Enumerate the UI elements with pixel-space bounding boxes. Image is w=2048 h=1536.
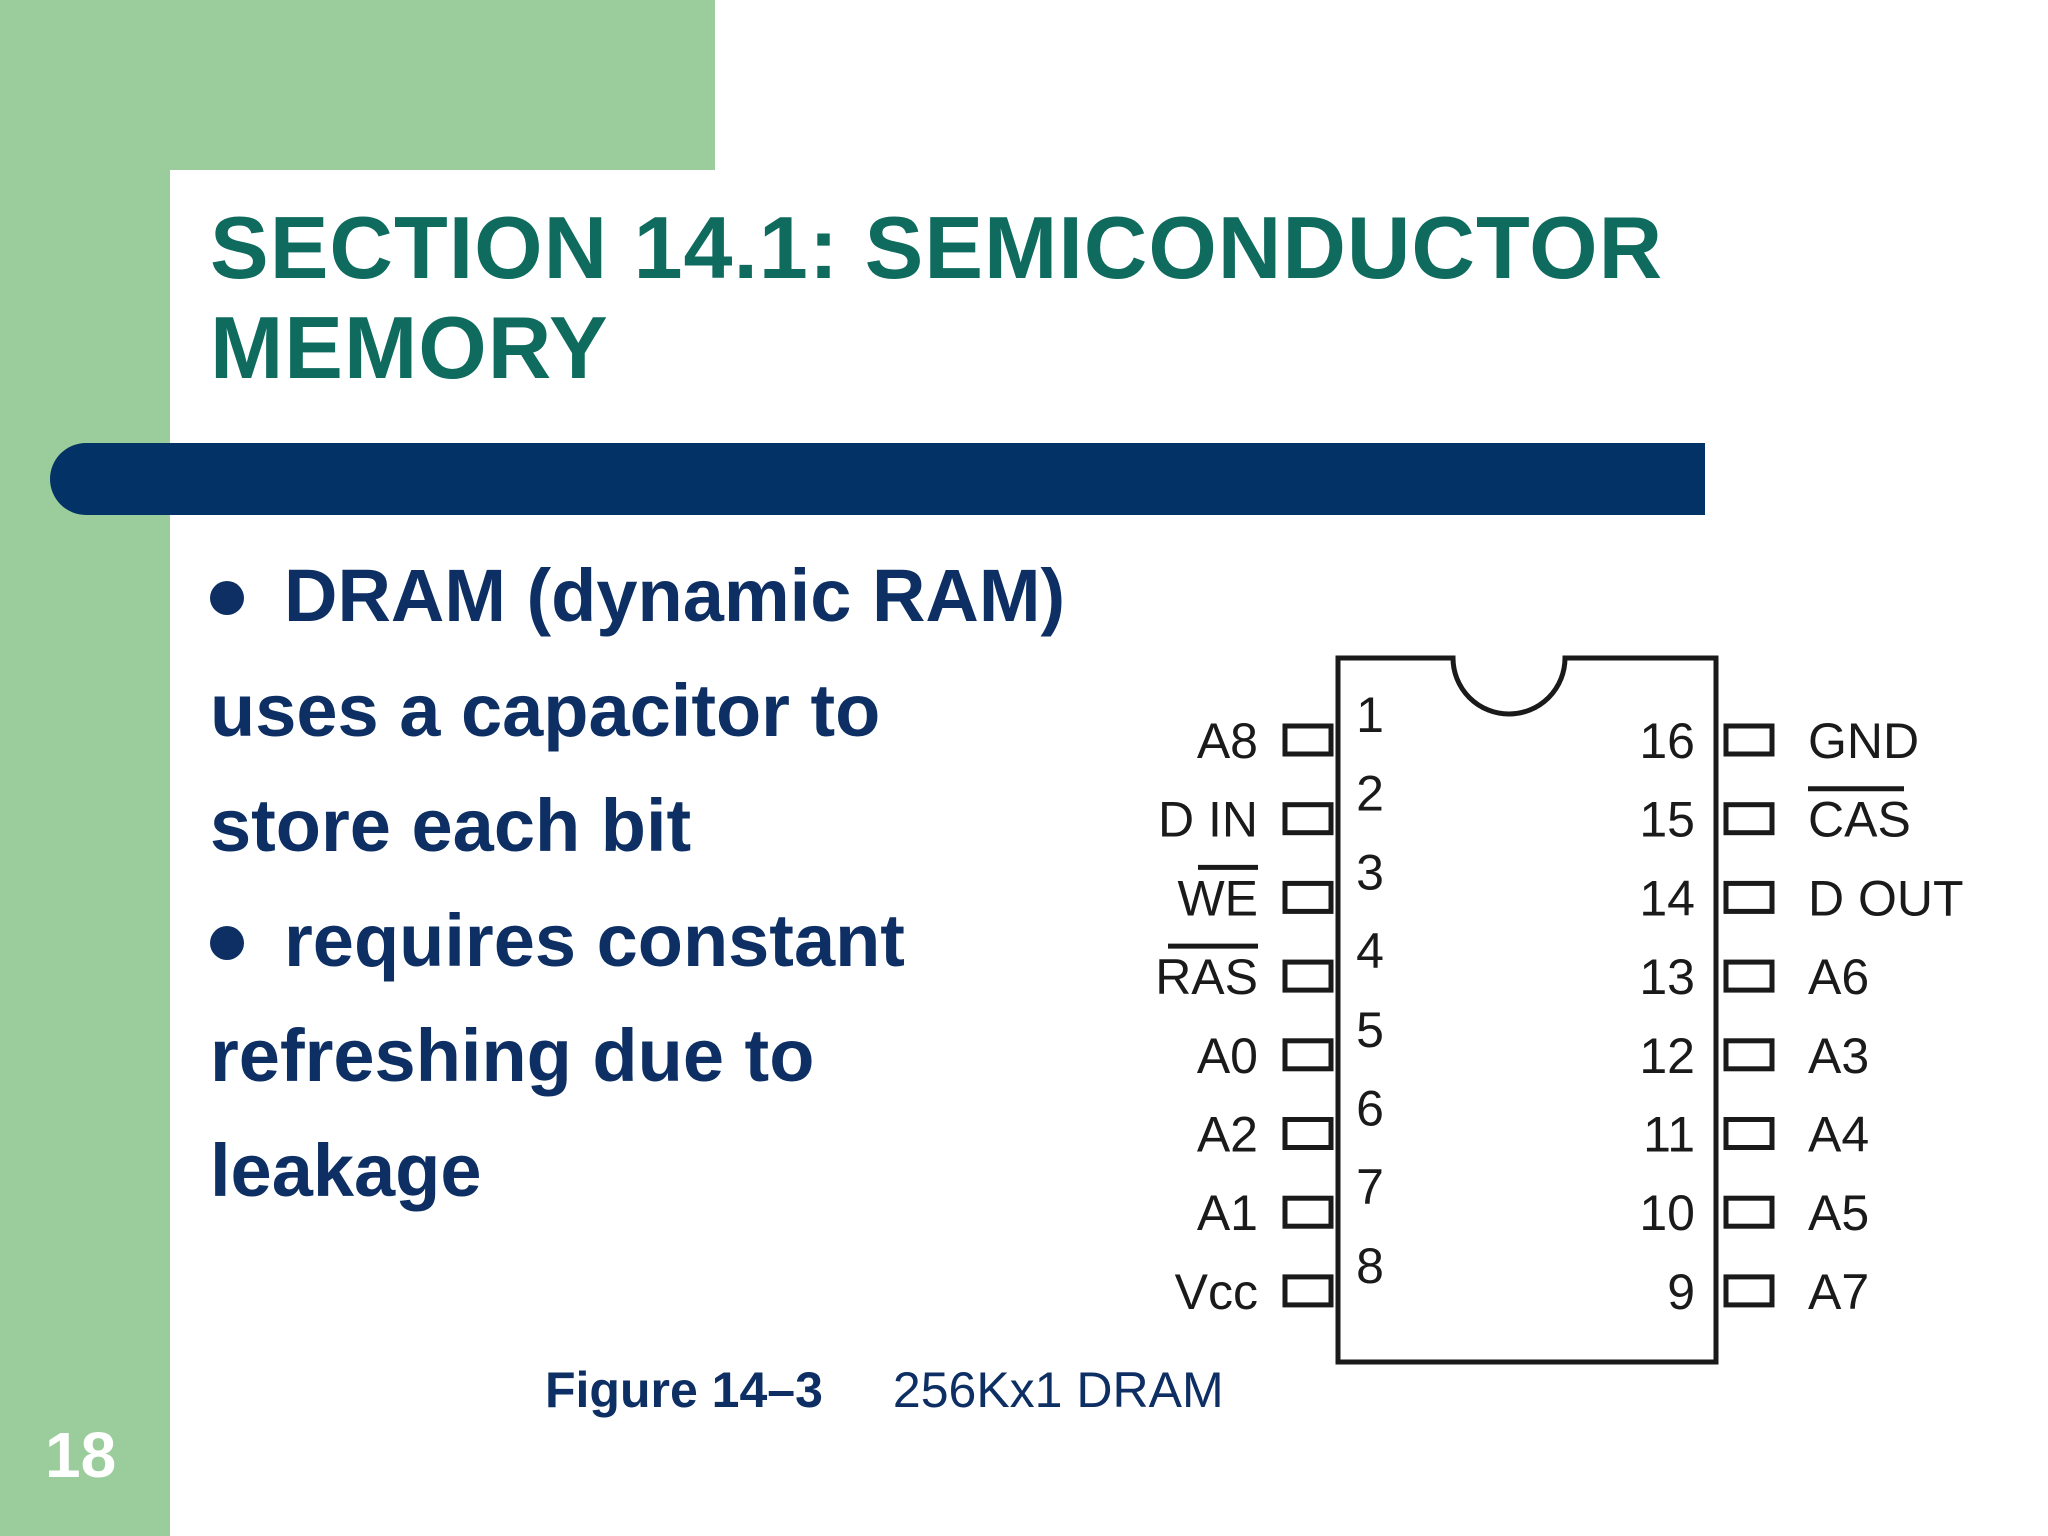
- pin-label-a0: A0: [1197, 1028, 1258, 1084]
- figure-caption: Figure 14–3 256Kx1 DRAM: [545, 1360, 1224, 1420]
- pin-label-d-in: D IN: [1158, 792, 1258, 848]
- pin-box-a4: [1723, 1117, 1775, 1150]
- pin-label-cas: CAS: [1808, 792, 1911, 848]
- pin-box-a0: [1282, 1038, 1334, 1072]
- pin-number-14: 14: [1639, 870, 1695, 926]
- pin-box-d-in: [1282, 802, 1334, 836]
- bullet1-line2: uses a capacitor to: [210, 669, 881, 752]
- pin-label-a1: A1: [1197, 1185, 1258, 1241]
- bullet2-line3: leakage: [210, 1129, 482, 1212]
- figure-label: Figure 14–3: [545, 1362, 823, 1418]
- bullet-dot-icon: [210, 926, 244, 960]
- pin-box-cas: [1723, 802, 1775, 836]
- pin-number-11: 11: [1643, 1107, 1695, 1163]
- pin-label-a5: A5: [1808, 1185, 1869, 1241]
- pin-number-2: 2: [1356, 766, 1384, 822]
- pin-box-ras: [1282, 959, 1334, 993]
- pin-box-a8: [1282, 723, 1334, 757]
- pin-number-4: 4: [1356, 923, 1384, 979]
- bullet-list: DRAM (dynamic RAM) uses a capacitor to s…: [210, 538, 1150, 1228]
- pin-number-16: 16: [1639, 713, 1695, 769]
- pin-label-a2: A2: [1197, 1107, 1258, 1163]
- bullet1-line3: store each bit: [210, 784, 692, 867]
- page-number: 18: [45, 1419, 117, 1491]
- bullet1-heading: DRAM (dynamic RAM): [284, 554, 1066, 637]
- pin-number-15: 15: [1639, 792, 1695, 848]
- pin-box-d-out: [1723, 880, 1775, 914]
- pin-label-gnd: GND: [1808, 713, 1919, 769]
- pin-box-we: [1282, 880, 1334, 914]
- pin-label-a7: A7: [1808, 1264, 1869, 1320]
- content-panel: [170, 170, 2048, 1536]
- pin-number-8: 8: [1356, 1238, 1384, 1294]
- green-top-band: [0, 0, 715, 170]
- pin-number-5: 5: [1356, 1002, 1384, 1058]
- pin-number-13: 13: [1639, 949, 1695, 1005]
- bullet-item-refresh: requires constant: [210, 883, 1150, 998]
- pin-label-we: WE: [1177, 870, 1258, 926]
- pin-number-6: 6: [1356, 1081, 1384, 1137]
- pin-box-a7: [1723, 1274, 1775, 1308]
- pin-number-9: 9: [1667, 1264, 1695, 1320]
- dram-chip-diagram: 1 A8 2 D IN 3 WE 4 RAS 5 A0 6 A2 7 A1 8 Vcc 16 GND 15 CAS 14…: [1080, 640, 2020, 1380]
- slide-title-line1: SECTION 14.1: SEMICONDUCTOR: [210, 198, 1664, 297]
- pin-box-a6: [1723, 959, 1775, 993]
- pin-box-a1: [1282, 1195, 1334, 1229]
- pin-box-a5: [1723, 1195, 1775, 1229]
- pin-box-vcc: [1282, 1274, 1334, 1308]
- chip-body: [1335, 655, 1719, 1365]
- pin-number-1: 1: [1356, 687, 1384, 743]
- bullet2-line2: refreshing due to: [210, 1014, 815, 1097]
- chip-pinout-svg: 1 A8 2 D IN 3 WE 4 RAS 5 A0 6 A2 7 A1 8 Vcc 16 GND 15 CAS 14…: [1155, 655, 1964, 1365]
- title-divider-bar: [50, 443, 1705, 515]
- bullet-item-dram: DRAM (dynamic RAM): [210, 538, 1150, 653]
- slide-title: SECTION 14.1: SEMICONDUCTOR MEMORY: [210, 198, 1770, 398]
- figure-title: 256Kx1 DRAM: [892, 1362, 1224, 1418]
- green-sidebar: [0, 0, 170, 1536]
- pin-label-a8: A8: [1197, 713, 1258, 769]
- bullet-dot-icon: [210, 581, 244, 615]
- pin-number-3: 3: [1356, 844, 1384, 900]
- slide-title-line2: MEMORY: [210, 298, 609, 397]
- pin-box-gnd: [1723, 723, 1775, 757]
- pin-number-7: 7: [1356, 1159, 1384, 1215]
- pin-number-10: 10: [1639, 1185, 1695, 1241]
- pin-label-ras: RAS: [1155, 949, 1258, 1005]
- pin-number-12: 12: [1639, 1028, 1695, 1084]
- pin-label-a4: A4: [1808, 1107, 1869, 1163]
- bullet2-line1: requires constant: [284, 899, 905, 982]
- pin-label-a3: A3: [1808, 1028, 1869, 1084]
- pin-label-a6: A6: [1808, 949, 1869, 1005]
- pin-box-a2: [1282, 1117, 1334, 1150]
- pin-box-a3: [1723, 1038, 1775, 1072]
- pin-label-d-out: D OUT: [1808, 870, 1964, 926]
- pin-label-vcc: Vcc: [1175, 1264, 1258, 1320]
